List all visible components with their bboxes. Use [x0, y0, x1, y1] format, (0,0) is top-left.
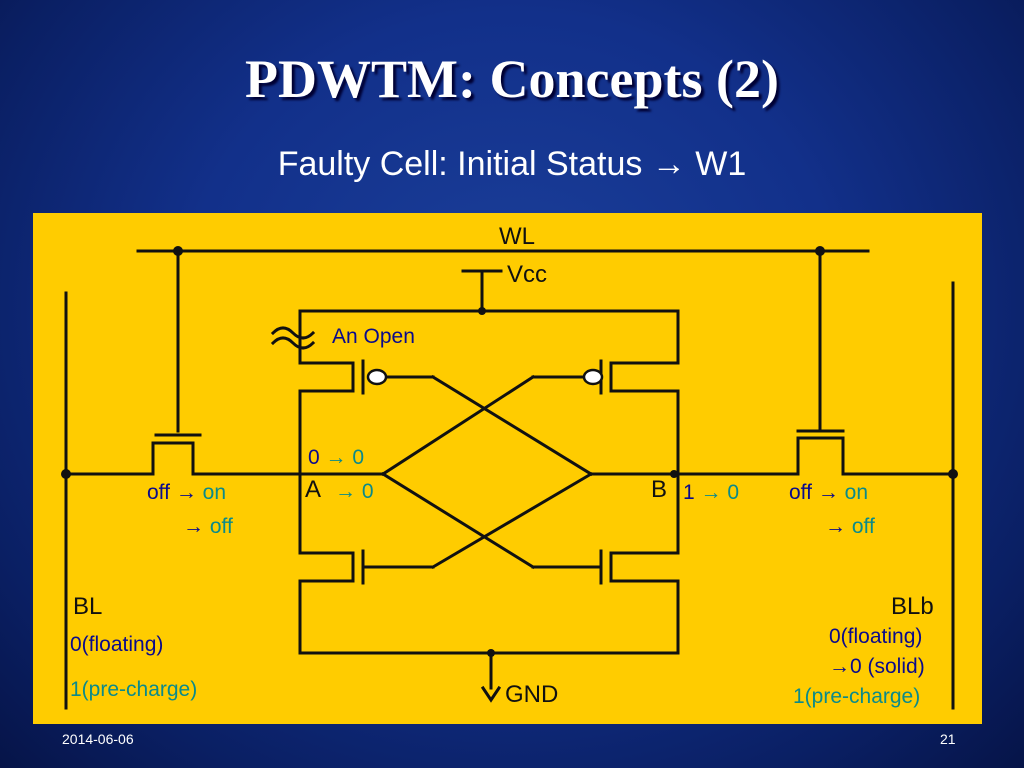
- right-pmos-bubble: [582, 368, 604, 386]
- sram-cell-schematic: [61, 246, 958, 710]
- left-access-transition: off → on: [147, 481, 227, 504]
- node-b-dot: [670, 470, 678, 478]
- vcc-node: [478, 307, 486, 315]
- wl-label: WL: [499, 223, 535, 250]
- node-a-bottom-transition: → 0: [335, 480, 374, 503]
- blb-node: [948, 469, 958, 479]
- left-pmos: [298, 361, 355, 393]
- right-pmos: [609, 361, 680, 393]
- right-access-transition-then: → off: [825, 515, 875, 538]
- bl-floating-state: 0(floating): [70, 633, 164, 656]
- blb-solid-state: →0 (solid): [829, 655, 925, 678]
- slide-title: PDWTM: Concepts (2): [245, 49, 779, 109]
- right-access-transition: off → on: [789, 481, 869, 504]
- left-access-channel: [64, 441, 302, 476]
- left-nmos: [298, 551, 355, 583]
- blb-floating-state: 0(floating): [829, 625, 923, 648]
- circuit-diagram-panel: WL Vcc GND BL BLb A B An Open 0 → 0 → 0 …: [33, 213, 982, 724]
- bl-node: [61, 469, 71, 479]
- slide-date: 2014-06-06: [62, 731, 134, 747]
- blb-label: BLb: [891, 593, 934, 620]
- left-access-transition-then: → off: [183, 515, 233, 538]
- open-defect-label: An Open: [332, 325, 415, 348]
- bl-label: BL: [73, 593, 103, 620]
- right-access-channel: [672, 436, 955, 476]
- node-b-transition: 1 → 0: [683, 481, 740, 504]
- slide-subtitle: Faulty Cell: Initial Status → W1: [277, 145, 747, 183]
- node-a-label: A: [305, 476, 322, 503]
- slide-page-number: 21: [940, 731, 956, 747]
- bl-precharge-state: 1(pre-charge): [70, 678, 198, 701]
- node-a-top-transition: 0 → 0: [308, 446, 365, 469]
- open-defect-symbol: [270, 326, 316, 350]
- right-nmos: [609, 551, 680, 583]
- blb-precharge-state: 1(pre-charge): [793, 685, 921, 708]
- wl-node-right: [815, 246, 825, 256]
- gnd-label: GND: [505, 681, 559, 708]
- gnd-node: [487, 649, 495, 657]
- vcc-label: Vcc: [507, 261, 548, 288]
- wl-node-left: [173, 246, 183, 256]
- left-pmos-bubble: [366, 368, 388, 386]
- gnd-arrow: [480, 685, 502, 703]
- node-b-label: B: [651, 476, 668, 503]
